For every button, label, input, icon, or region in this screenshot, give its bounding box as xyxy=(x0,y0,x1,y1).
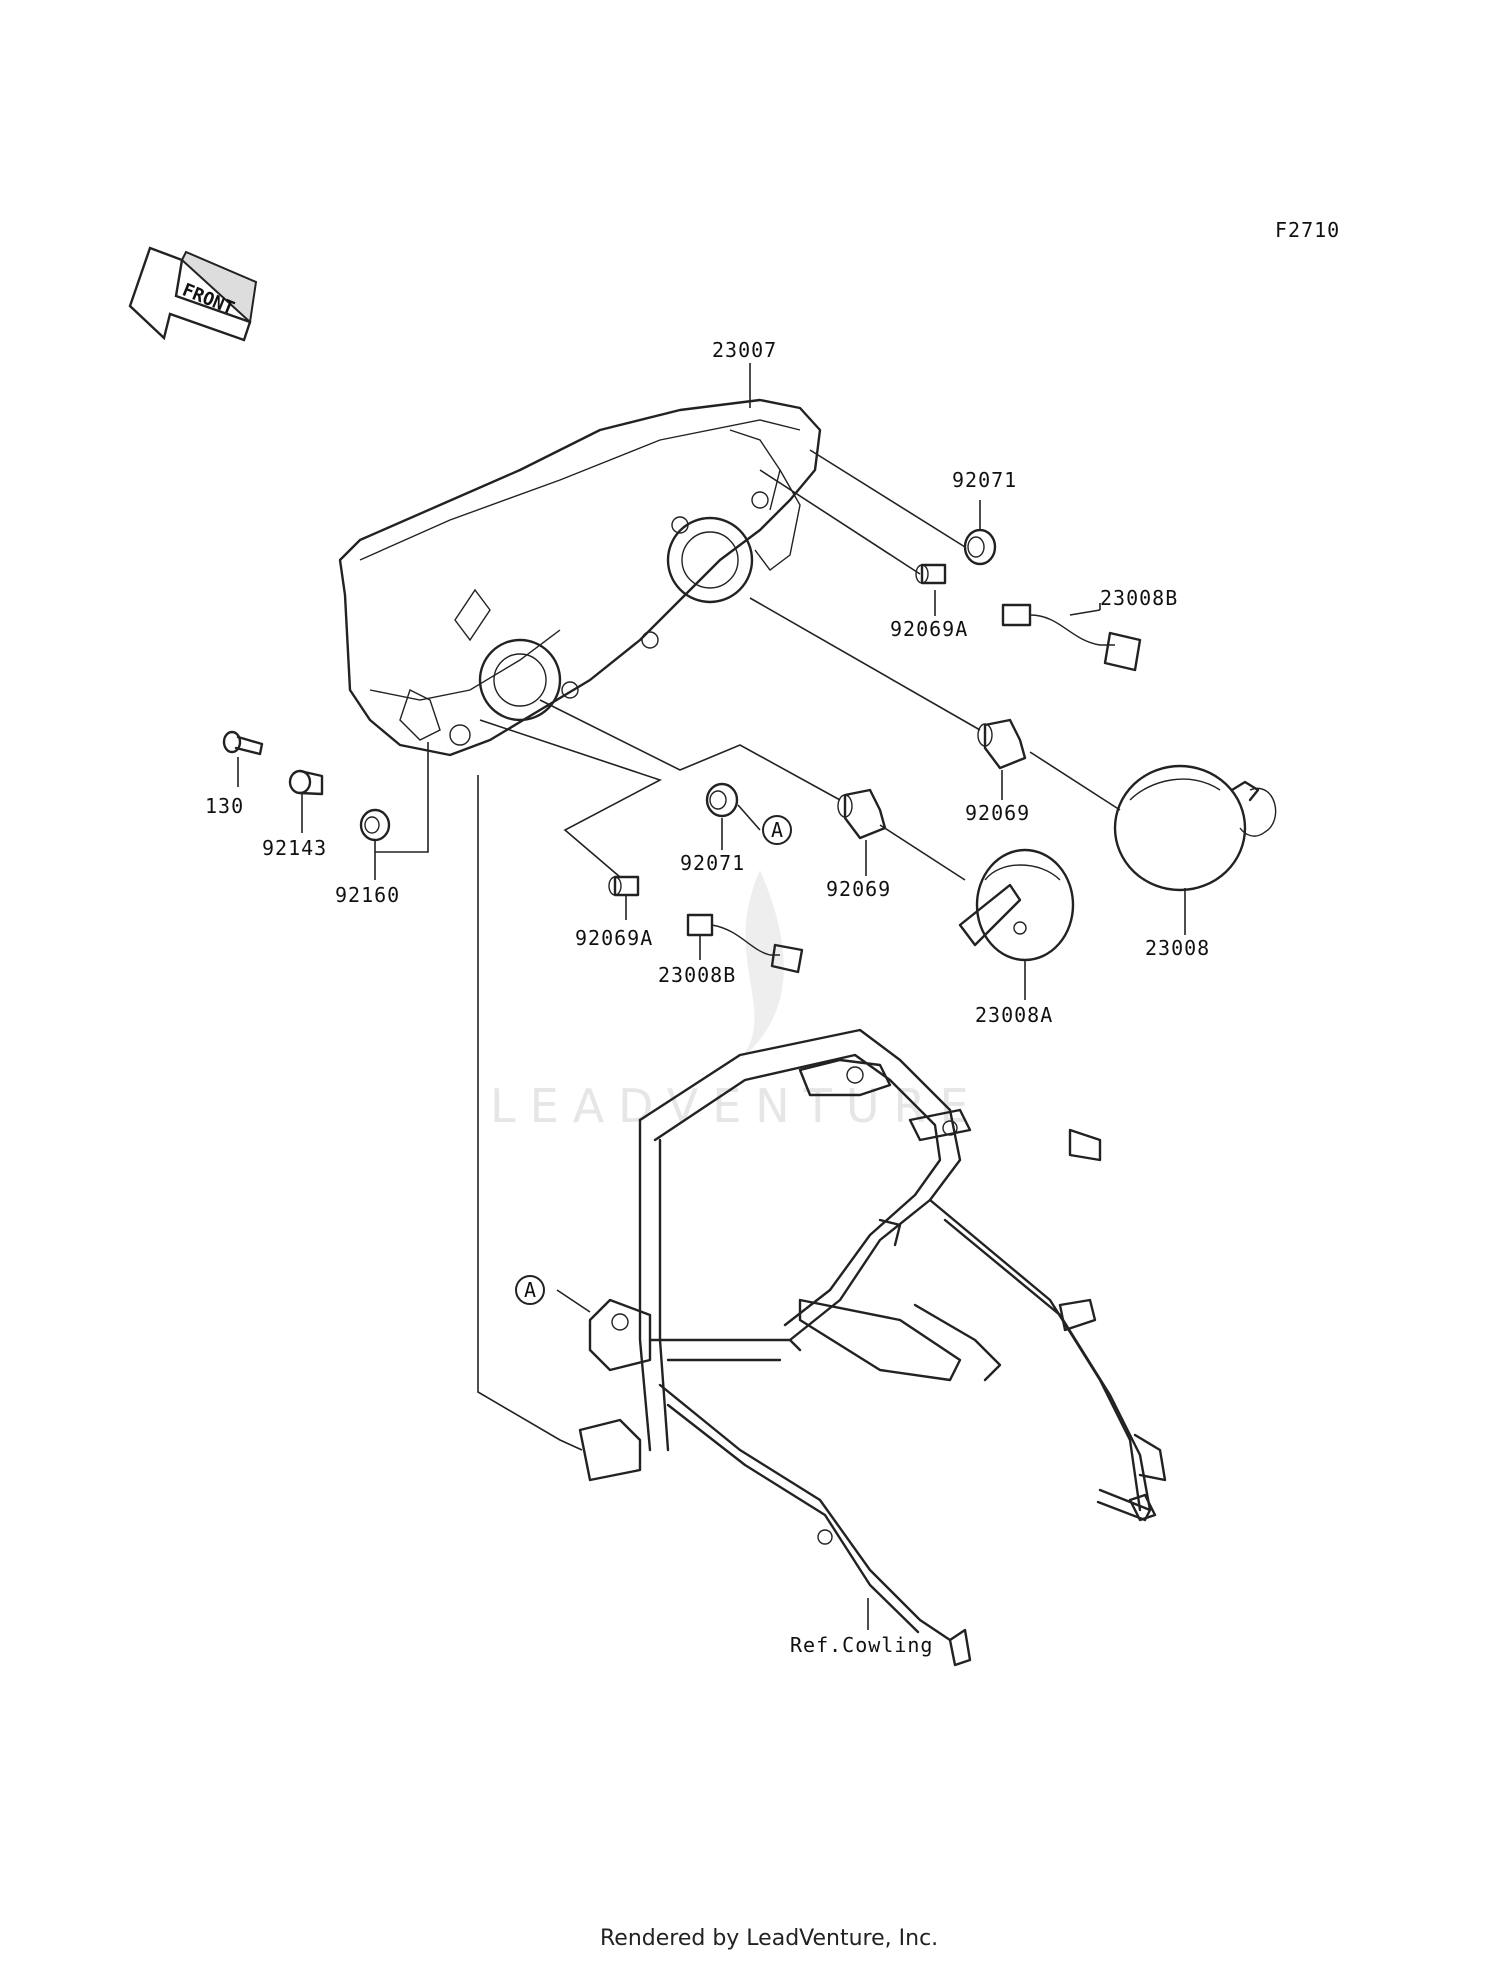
ref-mark-a-top-label: A xyxy=(771,818,784,842)
callout-bulb-h4-left: 92069 xyxy=(826,877,891,901)
callout-bolt: 130 xyxy=(205,794,244,818)
ref-mark-a-bottom-label: A xyxy=(524,1278,537,1302)
front-arrow-icon: FRONT xyxy=(128,246,258,342)
callout-bulb-a-top: 92069A xyxy=(890,617,968,641)
watermark: LEADVENTURE xyxy=(490,870,983,1133)
bulb-a-bottom xyxy=(608,875,640,897)
callout-grommet-top: 92071 xyxy=(952,468,1017,492)
damper xyxy=(359,808,391,842)
callout-damper: 92160 xyxy=(335,883,400,907)
watermark-text: LEADVENTURE xyxy=(490,1079,983,1133)
socket-b-bottom xyxy=(686,913,804,974)
callout-cap-left: 23008A xyxy=(975,1003,1053,1027)
grommet-top xyxy=(963,528,997,566)
callout-bulb-a-bottom: 92069A xyxy=(575,926,653,950)
bulb-h4-left xyxy=(837,788,887,840)
callout-stay-ref: Ref.Cowling xyxy=(790,1633,933,1657)
ref-mark-a-bottom: A xyxy=(515,1275,545,1305)
callout-headlight-assy: 23007 xyxy=(712,338,777,362)
callout-bulb-h4-right: 92069 xyxy=(965,801,1030,825)
grommet-mid xyxy=(705,782,739,818)
callout-socket-b-top: 23008B xyxy=(1100,586,1178,610)
ref-mark-a-top: A xyxy=(762,815,792,845)
bulb-a-top xyxy=(915,563,947,585)
cap-left xyxy=(958,848,1075,962)
cap-right xyxy=(1113,764,1277,892)
leader-lines xyxy=(237,363,1186,1630)
bulb-h4-right xyxy=(977,718,1027,770)
collar xyxy=(288,769,324,796)
callout-collar: 92143 xyxy=(262,836,327,860)
socket-b-top xyxy=(1001,603,1142,672)
bolt xyxy=(222,730,264,756)
cowling-stay xyxy=(578,1028,1167,1667)
callout-grommet-mid: 92071 xyxy=(680,851,745,875)
figure-code: F2710 xyxy=(1275,218,1340,242)
credit-text: Rendered by LeadVenture, Inc. xyxy=(600,1926,938,1951)
callout-socket-b-bottom: 23008B xyxy=(658,963,736,987)
headlight-housing xyxy=(338,398,822,757)
callout-cap-right: 23008 xyxy=(1145,936,1210,960)
